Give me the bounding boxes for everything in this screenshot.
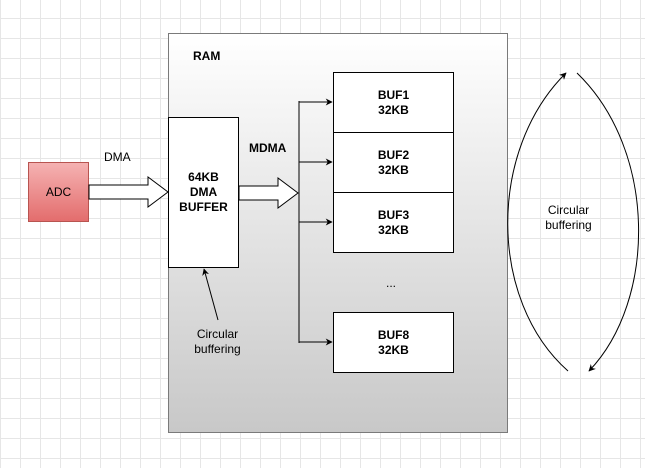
dma-buffer-type: DMA [189, 185, 218, 199]
buffer-name: BUF8 [377, 327, 410, 342]
circular-arc-down [576, 72, 640, 372]
buffer-name: BUF3 [377, 207, 410, 222]
buffer-block-8: BUF8 32KB [333, 312, 454, 373]
buffer-block-3: BUF3 32KB [333, 192, 454, 253]
dma-buffer-word: BUFFER [179, 200, 228, 214]
dma-block-arrow [88, 176, 169, 208]
circular-buffering-label-right: Circular buffering [521, 203, 616, 233]
circular-word: Circular [547, 203, 590, 217]
circular-buffering-label-left: Circular buffering [170, 327, 265, 357]
buffer-block-2: BUF2 32KB [333, 132, 454, 193]
buffering-word: buffering [194, 342, 241, 356]
dma-label: DMA [104, 150, 131, 164]
buffer-size: 32KB [378, 222, 409, 237]
adc-label: ADC [45, 185, 72, 199]
circular-word: Circular [196, 327, 239, 341]
circular-arrow-dma-buffer [202, 268, 219, 321]
buffer-name: BUF2 [377, 147, 410, 162]
buffer-block-1: BUF1 32KB [333, 72, 454, 133]
adc-block: ADC [28, 162, 89, 222]
buffer-name: BUF1 [377, 87, 410, 102]
buffering-word: buffering [545, 218, 592, 232]
ellipsis-label: ... [386, 276, 397, 290]
circular-arc-up [507, 72, 569, 372]
dma-buffer-size: 64KB [188, 170, 219, 184]
ram-label: RAM [193, 49, 221, 63]
mdma-block-arrow [238, 177, 299, 209]
buffer-size: 32KB [378, 342, 409, 357]
mdma-label: MDMA [249, 141, 287, 155]
buffer-size: 32KB [378, 162, 409, 177]
dma-buffer-block: 64KB DMA BUFFER [168, 117, 239, 268]
buffer-size: 32KB [378, 102, 409, 117]
